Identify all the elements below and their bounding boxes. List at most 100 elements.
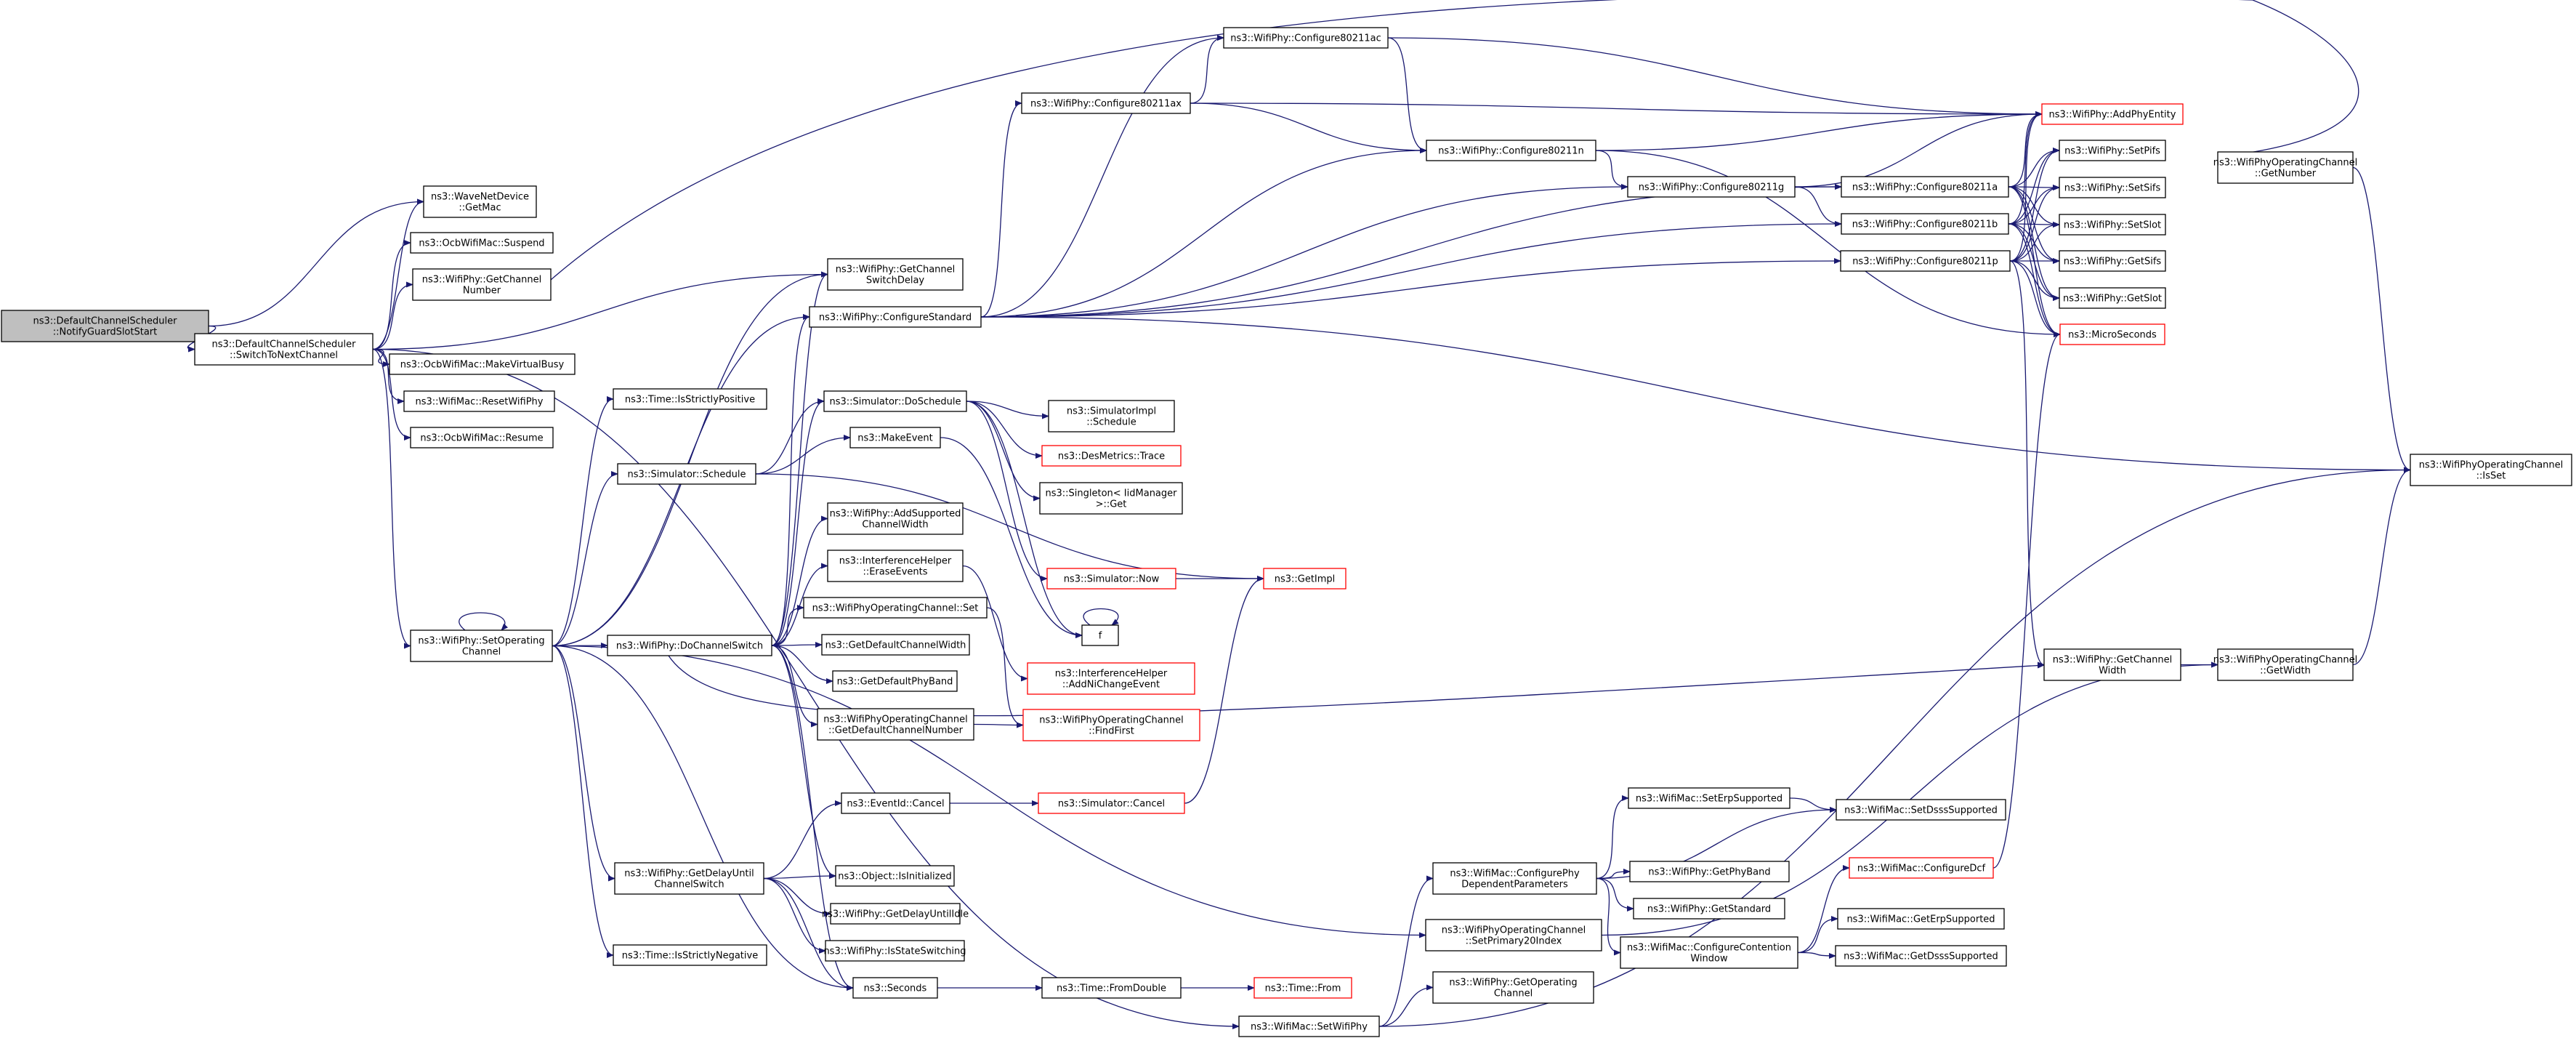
graph-node-ns3-wifimac-seterpsupported[interactable]: ns3::WifiMac::SetErpSupported bbox=[1628, 787, 1790, 809]
call-edge-ns3-wifiphy-getchannel-number-to-ns3-wifiphyoperatingchannel-isset bbox=[550, 0, 2359, 281]
graph-node-ns3-wifiphy-getstandard[interactable]: ns3::WifiPhy::GetStandard bbox=[1633, 898, 1785, 920]
graph-node-ns3-wifiphy-getslot[interactable]: ns3::WifiPhy::GetSlot bbox=[2059, 287, 2166, 309]
graph-node-ns3-simulatorimpl-schedule[interactable]: ns3::SimulatorImpl::Schedule bbox=[1048, 400, 1175, 432]
graph-node-ns3-wifiphyoperatingchannel-setprimary20index[interactable]: ns3::WifiPhyOperatingChannel::SetPrimary… bbox=[1425, 919, 1602, 952]
graph-node-ns3-wifimac-geterpsupported[interactable]: ns3::WifiMac::GetErpSupported bbox=[1837, 908, 2005, 930]
graph-node-ns3-wifiphy-configure80211b[interactable]: ns3::WifiPhy::Configure80211b bbox=[1841, 213, 2009, 235]
graph-node-ns3-wifiphyoperatingchannel-set[interactable]: ns3::WifiPhyOperatingChannel::Set bbox=[803, 597, 988, 619]
graph-node-ns3-wifiphy-configure80211a[interactable]: ns3::WifiPhy::Configure80211a bbox=[1841, 176, 2009, 198]
node-label-line: ns3::WifiPhyOperatingChannel bbox=[2419, 460, 2564, 471]
call-edge-ns3-wifiphy-setoperating-channel-to-ns3-wifiphy-setoperating-channel bbox=[459, 612, 509, 631]
graph-node-ns3-defaultchannelscheduler-notifyguardslotstart[interactable]: ns3::DefaultChannelScheduler::NotifyGuar… bbox=[1, 310, 209, 342]
graph-node-ns3-wifimac-configurephy-dependentparameters[interactable]: ns3::WifiMac::ConfigurePhyDependentParam… bbox=[1432, 862, 1597, 895]
node-label-line: ns3::WifiPhy::Configure80211p bbox=[1852, 257, 1998, 267]
call-edge-ns3-wifiphy-dochannelswitch-to-ns3-simulator-doschedule bbox=[771, 398, 825, 646]
node-box bbox=[835, 865, 955, 887]
node-box bbox=[1432, 862, 1597, 895]
graph-node-ns3-wifiphy-setslot[interactable]: ns3::WifiPhy::SetSlot bbox=[2059, 214, 2166, 236]
call-edge-ns3-wifiphy-configure80211n-to-ns3-wifiphy-configure80211g bbox=[1595, 150, 1628, 190]
graph-node-ns3-eventid-cancel[interactable]: ns3::EventId::Cancel bbox=[841, 792, 950, 814]
call-edge-ns3-defaultchannelscheduler-switchtonextchannel-to-ns3-ocbwifimac-suspend bbox=[372, 240, 411, 350]
graph-node-ns3-desmetrics-trace[interactable]: ns3::DesMetrics::Trace bbox=[1041, 445, 1182, 467]
graph-node-ns3-defaultchannelscheduler-switchtonextchannel[interactable]: ns3::DefaultChannelScheduler::SwitchToNe… bbox=[194, 333, 374, 366]
node-label-line: ns3::WifiPhyOperatingChannel bbox=[2213, 655, 2358, 666]
graph-node-ns3-wifiphy-getphyband[interactable]: ns3::WifiPhy::GetPhyBand bbox=[1629, 861, 1790, 882]
graph-node-ns3-interferencehelper-addnichangeevent[interactable]: ns3::InterferenceHelper::AddNiChangeEven… bbox=[1027, 662, 1195, 695]
call-edge-ns3-wifimac-configurephy-dependentparameters-to-ns3-wifimac-configurecontention-window bbox=[1596, 877, 1621, 956]
graph-node-ns3-getdefaultchannelwidth[interactable]: ns3::GetDefaultChannelWidth bbox=[821, 634, 970, 656]
call-edge-ns3-wifiphy-getdelayuntil-channelswitch-to-ns3-wifiphy-isstateswitching bbox=[763, 877, 826, 954]
call-edge-ns3-defaultchannelscheduler-switchtonextchannel-to-ns3-wifiphy-getchannel-number bbox=[372, 281, 413, 350]
graph-node-ns3-wifiphyoperatingchannel-getnumber[interactable]: ns3::WifiPhyOperatingChannel::GetNumber bbox=[2213, 151, 2358, 184]
node-label-line: ns3::Singleton< IidManager bbox=[1045, 488, 1177, 499]
graph-node-ns3-wifiphy-isstateswitching[interactable]: ns3::WifiPhy::IsStateSwitching bbox=[823, 940, 966, 962]
graph-node-ns3-object-isinitialized[interactable]: ns3::Object::IsInitialized bbox=[835, 865, 955, 887]
graph-node-ns3-time-from[interactable]: ns3::Time::From bbox=[1253, 977, 1352, 999]
graph-node-ns3-singleton-iidmanager-get[interactable]: ns3::Singleton< IidManager>::Get bbox=[1039, 482, 1183, 515]
graph-node-ns3-wifimac-configuredcf[interactable]: ns3::WifiMac::ConfigureDcf bbox=[1849, 857, 1994, 879]
node-label-line: >::Get bbox=[1096, 499, 1127, 510]
graph-node-ns3-seconds[interactable]: ns3::Seconds bbox=[852, 977, 938, 999]
node-label-line: ::GetDefaultChannelNumber bbox=[828, 725, 964, 736]
graph-node-ns3-simulator-doschedule[interactable]: ns3::Simulator::DoSchedule bbox=[823, 390, 967, 412]
node-label-line: SwitchDelay bbox=[866, 275, 925, 286]
graph-node-ns3-wifiphy-configure80211n[interactable]: ns3::WifiPhy::Configure80211n bbox=[1426, 140, 1596, 161]
graph-node-ns3-wavenetdevice-getmac[interactable]: ns3::WaveNetDevice::GetMac bbox=[423, 185, 537, 218]
graph-node-ns3-wifimac-setwifiphy[interactable]: ns3::WifiMac::SetWifiPhy bbox=[1238, 1015, 1380, 1037]
graph-node-ns3-simulator-schedule[interactable]: ns3::Simulator::Schedule bbox=[617, 463, 756, 485]
node-box bbox=[2217, 648, 2354, 681]
graph-node-ns3-time-fromdouble[interactable]: ns3::Time::FromDouble bbox=[1041, 977, 1182, 999]
graph-node-ns3-microseconds[interactable]: ns3::MicroSeconds bbox=[2059, 323, 2165, 345]
node-box bbox=[1263, 568, 1346, 590]
graph-node-ns3-wifiphyoperatingchannel-isset[interactable]: ns3::WifiPhyOperatingChannel::IsSet bbox=[2410, 454, 2572, 486]
node-label-line: ::FindFirst bbox=[1089, 726, 1134, 737]
node-box bbox=[194, 333, 374, 366]
graph-node-ns3-wifimac-getdssssupported[interactable]: ns3::WifiMac::GetDsssSupported bbox=[1835, 945, 2007, 967]
graph-node-ns3-getimpl[interactable]: ns3::GetImpl bbox=[1263, 568, 1346, 590]
graph-node-ns3-wifiphyoperatingchannel-getwidth[interactable]: ns3::WifiPhyOperatingChannel::GetWidth bbox=[2213, 648, 2358, 681]
graph-node-ns3-wifiphy-configurestandard[interactable]: ns3::WifiPhy::ConfigureStandard bbox=[809, 306, 982, 328]
call-edge-ns3-wifiphy-dochannelswitch-to-ns3-getdefaultphyband bbox=[771, 645, 833, 684]
node-box bbox=[821, 634, 970, 656]
graph-node-ns3-wifiphy-configure80211g[interactable]: ns3::WifiPhy::Configure80211g bbox=[1627, 176, 1796, 198]
graph-node-ns3-wifiphyoperatingchannel-findfirst[interactable]: ns3::WifiPhyOperatingChannel::FindFirst bbox=[1022, 709, 1200, 741]
graph-node-ns3-wifiphy-setpifs[interactable]: ns3::WifiPhy::SetPifs bbox=[2059, 140, 2166, 161]
graph-node-ns3-ocbwifimac-makevirtualbusy[interactable]: ns3::OcbWifiMac::MakeVirtualBusy bbox=[389, 353, 576, 375]
graph-node-ns3-ocbwifimac-suspend[interactable]: ns3::OcbWifiMac::Suspend bbox=[410, 232, 554, 254]
graph-node-f[interactable]: f bbox=[1081, 624, 1119, 646]
node-box bbox=[1841, 176, 2009, 198]
graph-node-ns3-wifiphy-configure80211ax[interactable]: ns3::WifiPhy::Configure80211ax bbox=[1021, 92, 1191, 114]
graph-node-ns3-simulator-now[interactable]: ns3::Simulator::Now bbox=[1046, 568, 1176, 590]
graph-node-ns3-wifiphy-getsifs[interactable]: ns3::WifiPhy::GetSifs bbox=[2059, 250, 2166, 272]
graph-node-ns3-wifiphy-addphyentity[interactable]: ns3::WifiPhy::AddPhyEntity bbox=[2041, 103, 2184, 125]
graph-node-ns3-wifimac-resetwifiphy[interactable]: ns3::WifiMac::ResetWifiPhy bbox=[403, 390, 555, 412]
graph-node-ns3-getdefaultphyband[interactable]: ns3::GetDefaultPhyBand bbox=[832, 670, 958, 692]
graph-node-ns3-wifiphyoperatingchannel-getdefaultchannelnumber[interactable]: ns3::WifiPhyOperatingChannel::GetDefault… bbox=[817, 708, 974, 741]
graph-node-ns3-wifimac-setdssssupported[interactable]: ns3::WifiMac::SetDsssSupported bbox=[1836, 799, 2006, 821]
graph-node-ns3-simulator-cancel[interactable]: ns3::Simulator::Cancel bbox=[1038, 792, 1185, 814]
node-label-line: ns3::OcbWifiMac::MakeVirtualBusy bbox=[400, 360, 565, 371]
node-box bbox=[1, 310, 209, 342]
graph-node-ns3-wifiphy-configure80211ac[interactable]: ns3::WifiPhy::Configure80211ac bbox=[1223, 27, 1389, 49]
graph-node-ns3-makeevent[interactable]: ns3::MakeEvent bbox=[849, 427, 941, 448]
graph-node-ns3-wifiphy-getdelayuntilidle[interactable]: ns3::WifiPhy::GetDelayUntilIdle bbox=[822, 903, 969, 925]
graph-node-ns3-wifiphy-configure80211p[interactable]: ns3::WifiPhy::Configure80211p bbox=[1840, 250, 2011, 272]
graph-node-ns3-time-isstrictlypositive[interactable]: ns3::Time::IsStrictlyPositive bbox=[613, 388, 767, 410]
graph-node-ns3-wifiphy-setsifs[interactable]: ns3::WifiPhy::SetSifs bbox=[2059, 177, 2166, 198]
graph-node-ns3-interferencehelper-eraseevents[interactable]: ns3::InterferenceHelper::EraseEvents bbox=[827, 550, 964, 582]
node-label-line: ns3::WifiPhy::GetOperating bbox=[1449, 978, 1577, 989]
node-box bbox=[1837, 908, 2005, 930]
graph-node-ns3-ocbwifimac-resume[interactable]: ns3::OcbWifiMac::Resume bbox=[410, 427, 554, 448]
graph-node-ns3-wifiphy-dochannelswitch[interactable]: ns3::WifiPhy::DoChannelSwitch bbox=[607, 635, 772, 656]
call-edge-ns3-wifiphy-configure80211ac-to-ns3-wifiphy-addphyentity bbox=[1387, 37, 2043, 117]
graph-node-ns3-time-isstrictlynegative[interactable]: ns3::Time::IsStrictlyNegative bbox=[613, 944, 767, 966]
